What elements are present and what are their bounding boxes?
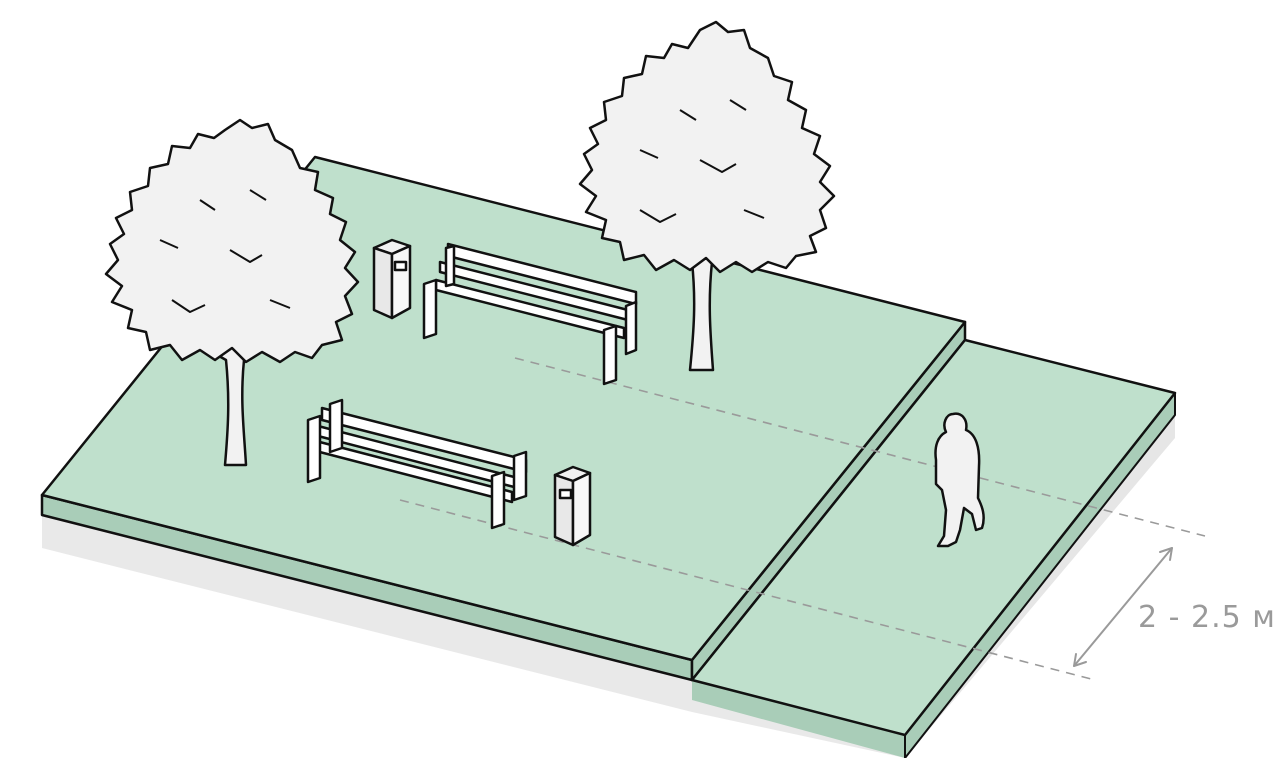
dimension-label: 2 - 2.5 м: [1138, 600, 1276, 635]
trash-bin-icon: [555, 467, 590, 545]
trash-bin-icon: [374, 240, 410, 318]
